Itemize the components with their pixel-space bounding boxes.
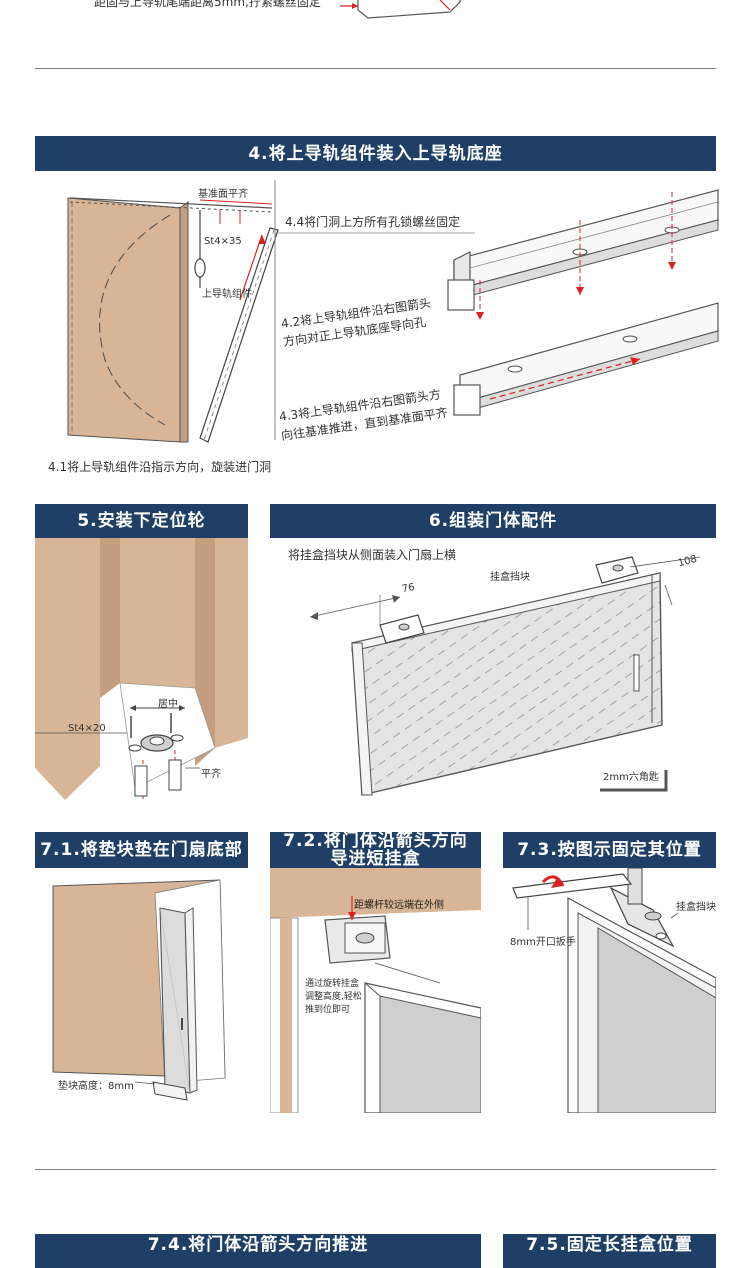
section4-header: 4.将上导轨组件装入上导轨底座 <box>35 136 716 171</box>
section6-door-frame-illustration <box>309 556 701 796</box>
divider-top <box>35 68 716 69</box>
label-pad-height: 垫块高度：8mm <box>58 1081 134 1092</box>
divider-bottom <box>35 1169 716 1170</box>
label-hex-key: 2mm六角匙 <box>603 772 659 783</box>
top-partial-caption: 距固与上导轨尾端距离5mm,拧紧螺丝固定 <box>94 0 321 9</box>
section7-1-header: 7.1.将垫块垫在门扇底部 <box>35 832 248 868</box>
top-partial-rail-illustration <box>340 0 461 19</box>
section4-lower-rail <box>453 302 719 416</box>
label-far-side: 距螺杆较远端在外侧 <box>354 900 444 911</box>
section5-header: 5.安装下定位轮 <box>35 504 248 538</box>
section4-door-illustration <box>67 197 279 443</box>
label-step-4-4: 4.4将门洞上方所有孔锁螺丝固定 <box>285 215 461 229</box>
section7-5-title: 7.5.固定长挂盒位置 <box>526 1235 693 1255</box>
label-adjust-line2: 调整高度,轻松 <box>305 992 362 1002</box>
label-center: 居中 <box>158 699 178 710</box>
section7-2-hanger-illustration <box>270 868 481 1113</box>
label-step-4-1: 4.1将上导轨组件沿指示方向，旋装进门洞 <box>48 460 272 474</box>
section4-leader-4-4 <box>275 232 475 234</box>
label-wrench: 8mm开口扳手 <box>510 937 576 948</box>
label-section7-3-stopper: 挂盒挡块 <box>676 902 716 913</box>
section7-3-header: 7.3.按图示固定其位置 <box>503 832 716 868</box>
section4-upper-rail <box>447 189 719 320</box>
section7-5-header-partial: 7.5.固定长挂盒位置 <box>503 1234 716 1268</box>
label-adjust-line1: 通过旋转挂盒 <box>305 979 360 989</box>
label-datum: 基准面平齐 <box>198 189 248 200</box>
section5-wheel-illustration <box>35 538 248 800</box>
label-screw-st4x20: St4×20 <box>68 723 106 734</box>
label-section6-instruction: 将挂盒挡块从侧面装入门扇上横 <box>288 548 457 562</box>
section7-3-wrench-illustration <box>512 868 716 1113</box>
label-flush: 平齐 <box>201 769 221 780</box>
section7-2-title-line2: 导进短挂盒 <box>330 849 421 869</box>
section7-1-pad-illustration <box>52 879 226 1101</box>
section6-header: 6.组装门体配件 <box>270 504 716 538</box>
section4-separator <box>274 180 276 440</box>
section7-4-header-partial: 7.4.将门体沿箭头方向推进 <box>35 1234 481 1268</box>
label-section6-stopper: 挂盒挡块 <box>490 572 530 583</box>
section7-2-header: 7.2.将门体沿箭头方向 导进短挂盒 <box>270 832 481 868</box>
label-rail-assembly: 上导轨组件 <box>202 289 252 300</box>
section7-4-title: 7.4.将门体沿箭头方向推进 <box>147 1235 369 1255</box>
label-screw-st4x35: St4×35 <box>204 236 242 247</box>
section7-2-title-line1: 7.2.将门体沿箭头方向 <box>283 831 468 851</box>
label-adjust-line3: 推到位即可 <box>305 1005 351 1015</box>
